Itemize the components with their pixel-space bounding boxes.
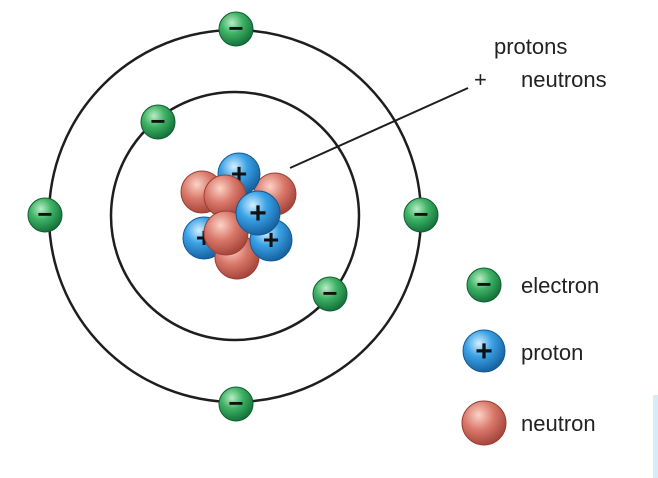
electron-sign: − [228, 13, 243, 43]
electron: − [140, 104, 176, 140]
electron-sign: − [150, 106, 165, 136]
electron: − [218, 11, 254, 47]
electron: − [27, 197, 63, 233]
inner-orbit [109, 90, 361, 342]
legend-neutron-icon [461, 400, 507, 446]
legend-neutron-label: neutron [521, 411, 596, 436]
annotation-neutrons: neutrons [521, 67, 607, 92]
annotation-protons: protons [494, 34, 568, 59]
nucleus: + + + + [180, 152, 297, 280]
legend-proton-icon: + [462, 329, 506, 373]
electron: − [312, 276, 348, 312]
electron-sign: − [322, 278, 337, 308]
legend-electron-icon: − [466, 267, 502, 303]
edge-strip [653, 395, 658, 478]
proton: + [235, 190, 281, 236]
electron: − [218, 386, 254, 422]
legend-proton-label: proton [521, 340, 584, 365]
legend-electron-sign: − [476, 269, 491, 299]
legend-proton-sign: + [475, 335, 493, 368]
legend-electron-label: electron [521, 273, 600, 298]
electron-sign: − [413, 199, 428, 229]
electron-sign: − [37, 199, 52, 229]
electron-sign: − [228, 388, 243, 418]
annotation-plus: + [474, 67, 487, 92]
pointer-line [289, 87, 469, 169]
proton-sign: + [249, 197, 267, 230]
electron: − [403, 197, 439, 233]
